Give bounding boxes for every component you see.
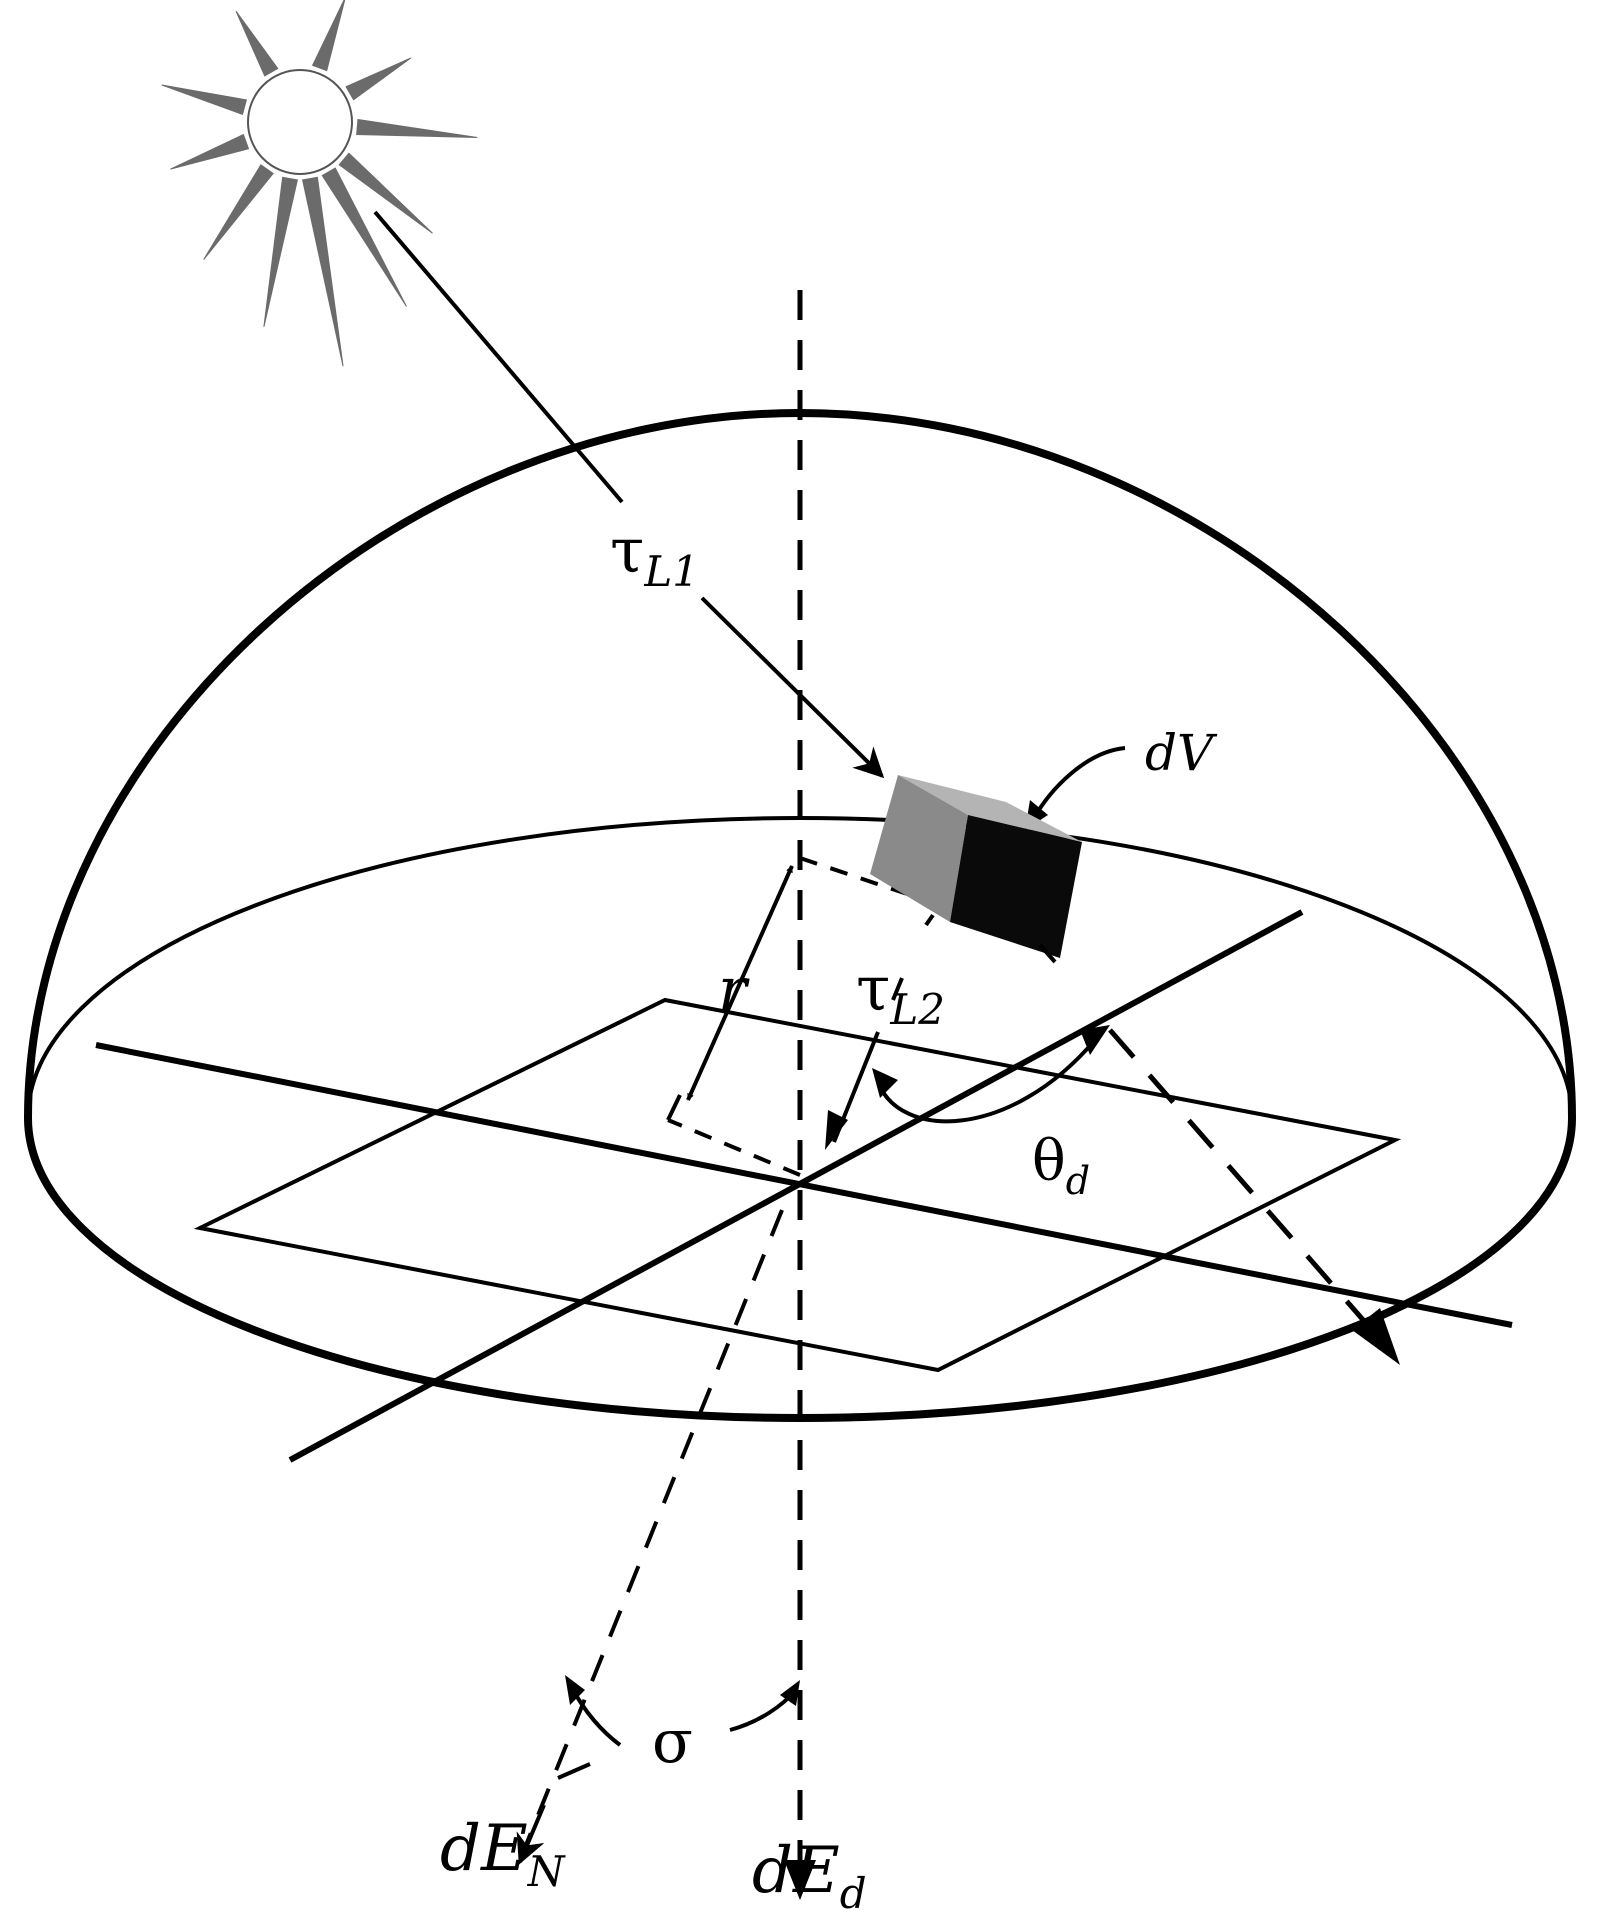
sun-ray — [263, 176, 299, 327]
cube-top-face — [898, 775, 1082, 842]
dv-pointer — [1032, 746, 1126, 819]
sun-ray — [170, 133, 250, 170]
sun-icon — [161, 0, 478, 367]
sun-ray — [161, 84, 248, 116]
sun-ray — [301, 176, 344, 367]
tau-l2-label: τL2 — [856, 952, 945, 1034]
sun-ray — [356, 118, 478, 139]
dv-label: dV — [1145, 724, 1218, 782]
sun-ray — [338, 152, 433, 234]
ground-plane — [193, 997, 1402, 1373]
de-n-label: dEN — [440, 1812, 566, 1896]
sun-ray — [203, 164, 274, 260]
axis-north-south — [288, 909, 1304, 1463]
tau-l1-label: τL1 — [610, 514, 699, 596]
scattered-direction — [1108, 1028, 1387, 1347]
distance-dashes — [799, 856, 944, 927]
normal-line — [524, 1209, 784, 1846]
r-label: r — [718, 955, 750, 1025]
sunbeam-to-dv — [700, 596, 885, 779]
cube-front-face — [870, 775, 968, 922]
sun-ray — [235, 10, 279, 77]
r-arrow — [686, 865, 794, 1101]
cube-side-face — [950, 815, 1082, 958]
de-d-label: dEd — [752, 1834, 867, 1918]
theta-d-label: θd — [1032, 1129, 1090, 1203]
volume-element-cube — [870, 775, 1082, 964]
sigma-label: σ — [652, 1707, 693, 1777]
direct-sunbeam — [373, 210, 624, 504]
sun-ray — [321, 167, 407, 307]
de-d-arrowhead — [784, 1860, 816, 1900]
theta-d-arc — [876, 1038, 1097, 1124]
sun-ray — [311, 0, 346, 72]
sun-ray — [345, 57, 412, 101]
